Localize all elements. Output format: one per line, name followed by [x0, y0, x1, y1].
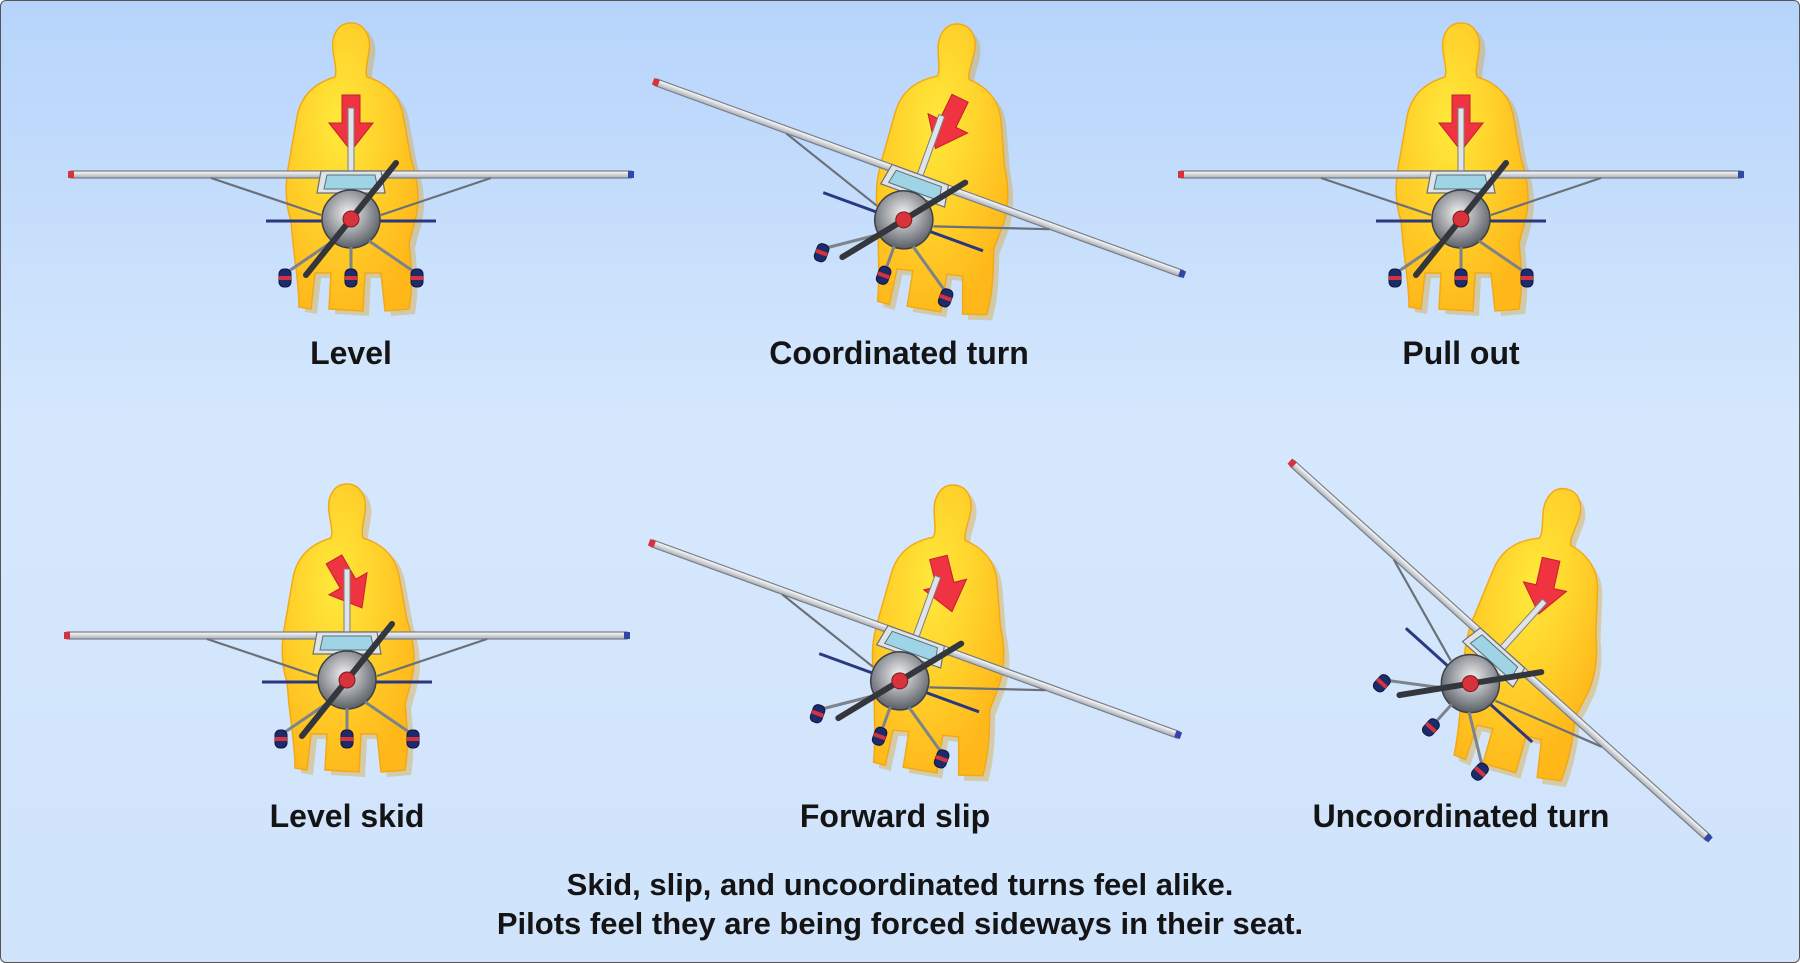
panel-3 [1178, 22, 1744, 316]
right-strut [1490, 176, 1602, 217]
left-wingtip [1287, 458, 1297, 468]
panel-5 [647, 484, 1183, 782]
tail-fin [347, 107, 355, 174]
wheel-fairing-0 [279, 276, 291, 280]
propeller-spinner [338, 671, 356, 689]
left-strut [1320, 176, 1432, 217]
propeller-spinner [895, 211, 913, 229]
right-wingtip [1738, 171, 1744, 178]
force-arrow-icon [1522, 556, 1568, 615]
right-strut [1494, 699, 1603, 748]
wheel-fairing-2 [407, 737, 419, 741]
wheel-fairing-2 [411, 276, 423, 280]
right-wingtip [628, 171, 634, 178]
panel-label-uncoordinated-turn: Uncoordinated turn [1312, 798, 1610, 834]
tail-fin [1457, 107, 1465, 174]
wheel-fairing-2 [1521, 276, 1533, 280]
wheel-fairing-0 [275, 737, 287, 741]
left-wingtip [64, 632, 70, 639]
airplane-front-view-icon [651, 77, 1187, 308]
left-strut [210, 176, 322, 217]
left-strut [1392, 558, 1452, 662]
wheel-fairing-0 [811, 709, 824, 718]
wheel-fairing-2 [1474, 766, 1486, 778]
wheel-fairing-1 [341, 737, 353, 741]
propeller-spinner [1452, 210, 1470, 228]
panel-4 [64, 483, 630, 777]
panel-1 [68, 22, 634, 316]
windshield [319, 635, 375, 651]
wheel-fairing-1 [345, 276, 357, 280]
panel-6 [1287, 458, 1713, 843]
panel-label-pull-out: Pull out [1402, 335, 1520, 371]
airplane-front-view-icon [1287, 458, 1713, 843]
left-wingtip [647, 538, 656, 548]
airplane-front-view-icon [64, 568, 630, 749]
right-wingtip [1703, 833, 1713, 843]
tail-fin [343, 568, 351, 635]
right-wingtip [624, 632, 630, 639]
panel-label-forward-slip: Forward slip [799, 798, 991, 834]
propeller-spinner [1461, 675, 1479, 693]
right-strut [933, 225, 1050, 231]
right-strut [929, 686, 1046, 692]
left-wingtip [68, 171, 74, 178]
caption-line-1: Skid, slip, and uncoordinated turns feel… [566, 867, 1234, 902]
wheel-fairing-2 [939, 293, 952, 302]
wheel-fairing-2 [935, 754, 948, 763]
wheel-fairing-1 [873, 732, 886, 741]
right-strut [376, 637, 488, 678]
airplane-front-view-icon [68, 107, 634, 288]
caption-line-2: Pilots feel they are being forced sidewa… [496, 906, 1304, 941]
airplane-front-view-icon [1178, 107, 1744, 288]
force-arrow-shape [1522, 556, 1568, 615]
left-strut [206, 637, 318, 678]
panel-2 [651, 23, 1187, 321]
wheel-fairing-1 [877, 271, 890, 280]
wheel-fairing-0 [1376, 677, 1388, 689]
propeller-spinner [342, 210, 360, 228]
windshield [323, 174, 379, 190]
propeller-spinner [891, 672, 909, 690]
panel-label-level: Level [310, 335, 392, 371]
wheel-fairing-1 [1455, 276, 1467, 280]
panel-label-coordinated-turn: Coordinated turn [769, 335, 1029, 371]
airplane-front-view-icon [647, 538, 1183, 769]
right-wingtip [1174, 730, 1183, 740]
right-wingtip [1178, 269, 1187, 279]
left-wingtip [1178, 171, 1184, 178]
wheel-fairing-0 [1389, 276, 1401, 280]
left-strut [781, 593, 874, 668]
wheel-fairing-1 [1425, 721, 1437, 733]
right-strut [380, 176, 492, 217]
left-strut [785, 132, 878, 207]
panel-label-level-skid: Level skid [269, 798, 425, 834]
wheel-fairing-0 [815, 248, 828, 257]
left-wingtip [651, 77, 660, 87]
windshield [1433, 174, 1489, 190]
